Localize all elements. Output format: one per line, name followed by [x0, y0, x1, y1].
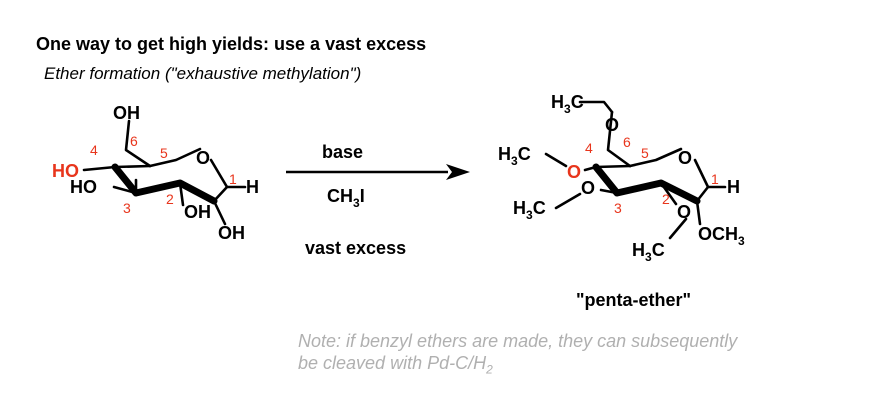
- product-labels: H3C O H3C O O H3C O H3C O H OCH3: [498, 92, 745, 264]
- bond: [209, 158, 229, 189]
- carbon-number-2: 2: [166, 191, 174, 207]
- oh-c2-label: OH: [184, 202, 211, 222]
- carbon-number-5: 5: [641, 145, 649, 161]
- page-title: One way to get high yields: use a vast e…: [36, 34, 427, 54]
- carbon-number-5: 5: [160, 145, 168, 161]
- bond: [148, 147, 202, 168]
- footnote: Note: if benzyl ethers are made, they ca…: [298, 330, 858, 381]
- bond: [113, 164, 152, 169]
- product-penta-ether: [544, 100, 727, 240]
- oh-c1-label: OH: [218, 223, 245, 243]
- h-c1-label: H: [727, 177, 740, 197]
- bond: [659, 181, 678, 206]
- reactant-glucose: [82, 119, 247, 226]
- footnote-line-1: Note: if benzyl ethers are made, they ca…: [298, 331, 738, 351]
- reagent-base: base: [322, 142, 363, 162]
- bond-wedge: [111, 163, 218, 205]
- h-c1-label: H: [246, 177, 259, 197]
- product-name: "penta-ether": [576, 290, 691, 310]
- carbon-number-3: 3: [123, 200, 131, 216]
- footnote-line-2: be cleaved with Pd-C/H2: [298, 353, 493, 377]
- bond: [695, 199, 702, 226]
- bond: [544, 152, 568, 168]
- bond: [693, 158, 710, 189]
- carbon-number-4: 4: [585, 140, 593, 156]
- bond-wedge: [592, 163, 701, 205]
- bond: [583, 165, 598, 172]
- carbon-number-4: 4: [90, 142, 98, 158]
- reaction-arrow: [286, 164, 470, 180]
- methoxy-c1-label: OCH3: [698, 224, 745, 248]
- carbon-number-6: 6: [623, 134, 631, 150]
- bond: [82, 165, 117, 172]
- ring-oxygen-label: O: [196, 148, 210, 168]
- carbon-number-2: 2: [662, 191, 670, 207]
- oh-c6-label: OH: [113, 103, 140, 123]
- bond: [554, 192, 582, 210]
- oxygen-c3-label: O: [581, 178, 595, 198]
- methyl-c6-label: H3C: [551, 92, 584, 116]
- bond: [594, 164, 632, 169]
- ho-c4-label: HO: [52, 161, 79, 181]
- bond: [178, 181, 185, 207]
- reaction-conditions: base CH3I vast excess: [305, 142, 406, 258]
- reagent-vast-excess: vast excess: [305, 238, 406, 258]
- oxygen-c6-label: O: [605, 115, 619, 135]
- methyl-c3-label: H3C: [513, 198, 546, 222]
- bond: [578, 100, 614, 114]
- carbon-number-6: 6: [130, 133, 138, 149]
- carbon-number-1: 1: [229, 171, 237, 187]
- page-subtitle: Ether formation ("exhaustive methylation…: [44, 64, 362, 83]
- bond: [668, 217, 688, 240]
- bond: [112, 185, 138, 195]
- ho-c3-label: HO: [70, 177, 97, 197]
- ring-oxygen-label: O: [678, 148, 692, 168]
- bond: [606, 110, 632, 168]
- methyl-c4-label: H3C: [498, 144, 531, 168]
- reagent-methyl-iodide: CH3I: [327, 186, 365, 210]
- bond: [212, 199, 227, 226]
- bond: [124, 119, 152, 168]
- bond: [599, 188, 619, 195]
- reactant-labels: OH HO HO OH OH O H: [52, 103, 259, 243]
- carbon-number-3: 3: [614, 200, 622, 216]
- carbon-number-1: 1: [711, 171, 719, 187]
- bond: [628, 147, 683, 168]
- oxygen-c2-label: O: [677, 202, 691, 222]
- methyl-c2-label: H3C: [632, 240, 665, 264]
- oxygen-c4-label: O: [567, 162, 581, 182]
- product-carbon-numbers: 6 5 4 3 2 1: [585, 134, 719, 216]
- reactant-carbon-numbers: 6 5 4 3 2 1: [90, 133, 237, 216]
